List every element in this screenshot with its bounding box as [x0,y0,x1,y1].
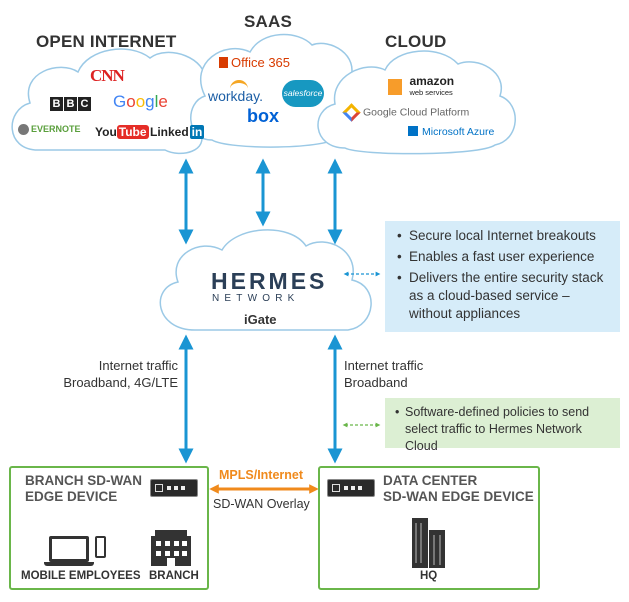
azure-logo: Microsoft Azure [408,126,494,138]
bbc-letter: C [78,97,91,111]
google-logo: Google [113,92,168,112]
saas-heading: SAAS [244,12,293,31]
branch-caption: BRANCH [149,570,199,582]
linkedin-in: in [189,125,205,139]
policy-item: Software-defined policies to send select… [393,404,614,455]
google-letter: G [113,92,127,111]
right-traffic-label: Internet traffic Broadband [344,357,423,391]
open-internet-heading: OPEN INTERNET [36,32,177,51]
gcp-hex-icon [342,103,361,122]
branch-panel: BRANCH SD-WAN EDGE DEVICE MOBILE EMPLOYE… [9,466,209,590]
google-letter: o [135,92,146,111]
google-letter: g [145,92,155,111]
hermes-logo-sub: NETWORK [212,293,300,304]
windows-icon [408,126,418,136]
office-icon [219,57,228,68]
google-letter: e [158,92,168,111]
google-cloud-text: Google Cloud Platform [363,106,470,119]
cnn-logo: CNN [90,66,125,85]
policies-box: Software-defined policies to send select… [385,398,620,453]
branch-title-line1: BRANCH SD-WAN [25,473,142,488]
cloud-heading: CLOUD [385,32,447,51]
datacenter-title-line1: DATA CENTER [383,473,478,488]
right-traffic-line1: Internet traffic [344,358,424,373]
top-arrows [178,158,343,245]
branch-building-icon [151,530,191,566]
benefit-item: Delivers the entire security stack as a … [395,269,612,323]
evernote-logo: EVERNOTE [18,124,81,136]
salesforce-logo: salesforce [282,80,324,107]
hq-caption: HQ [420,570,438,582]
aws-logo: amazon web services [388,74,455,98]
datacenter-title: DATA CENTER SD-WAN EDGE DEVICE [383,473,534,505]
elephant-icon [18,124,29,136]
aws-subtext: web services [409,88,453,97]
office365-logo: Office 365 [219,55,290,70]
azure-text: Microsoft Azure [422,126,495,138]
sdwan-device-icon [150,479,198,497]
google-letter: o [126,92,136,111]
left-traffic-label: Internet traffic Broadband, 4G/LTE [52,357,178,391]
office365-text: Office 365 [231,55,291,70]
box-logo: box [247,106,280,126]
hermes-cloud [159,229,372,331]
linkedin-linked: Linked [150,125,189,139]
google-letter: l [154,92,159,111]
benefits-box: Secure local Internet breakouts Enables … [385,221,620,332]
benefit-item: Enables a fast user experience [395,248,612,266]
sdwan-device-icon [327,479,375,497]
bbc-letter: B [64,97,77,111]
left-traffic-line2: Broadband, 4G/LTE [63,375,178,390]
branch-title: BRANCH SD-WAN EDGE DEVICE [25,473,142,505]
workday-arc-icon [230,80,248,92]
youtube-tube: Tube [116,125,149,139]
phone-icon [95,536,106,558]
bbc-letter: B [50,97,63,111]
evernote-text: EVERNOTE [31,124,81,134]
overlay-label: SD-WAN Overlay [213,497,310,511]
laptop-icon [44,536,94,566]
benefit-item: Secure local Internet breakouts [395,227,612,245]
right-traffic-line2: Broadband [344,375,408,390]
left-traffic-line1: Internet traffic [98,358,178,373]
workday-text: workday. [208,88,263,104]
hermes-logo-main: HERMES [211,268,328,294]
bottom-arrows [178,334,343,464]
youtube-you: You [95,125,117,139]
mpls-label: MPLS/Internet [219,468,304,482]
cloud-providers-cloud [317,50,516,155]
amazon-text: amazon [409,74,455,88]
datacenter-panel: DATA CENTER SD-WAN EDGE DEVICE HQ [318,466,540,590]
branch-title-line2: EDGE DEVICE [25,489,118,504]
google-cloud-logo: Google Cloud Platform [342,103,470,122]
mobile-employees-caption: MOBILE EMPLOYEES [21,570,141,582]
workday-logo: workday. [208,80,263,104]
aws-cubes-icon [388,79,402,95]
igate-label: iGate [244,312,277,327]
datacenter-title-line2: SD-WAN EDGE DEVICE [383,489,534,504]
